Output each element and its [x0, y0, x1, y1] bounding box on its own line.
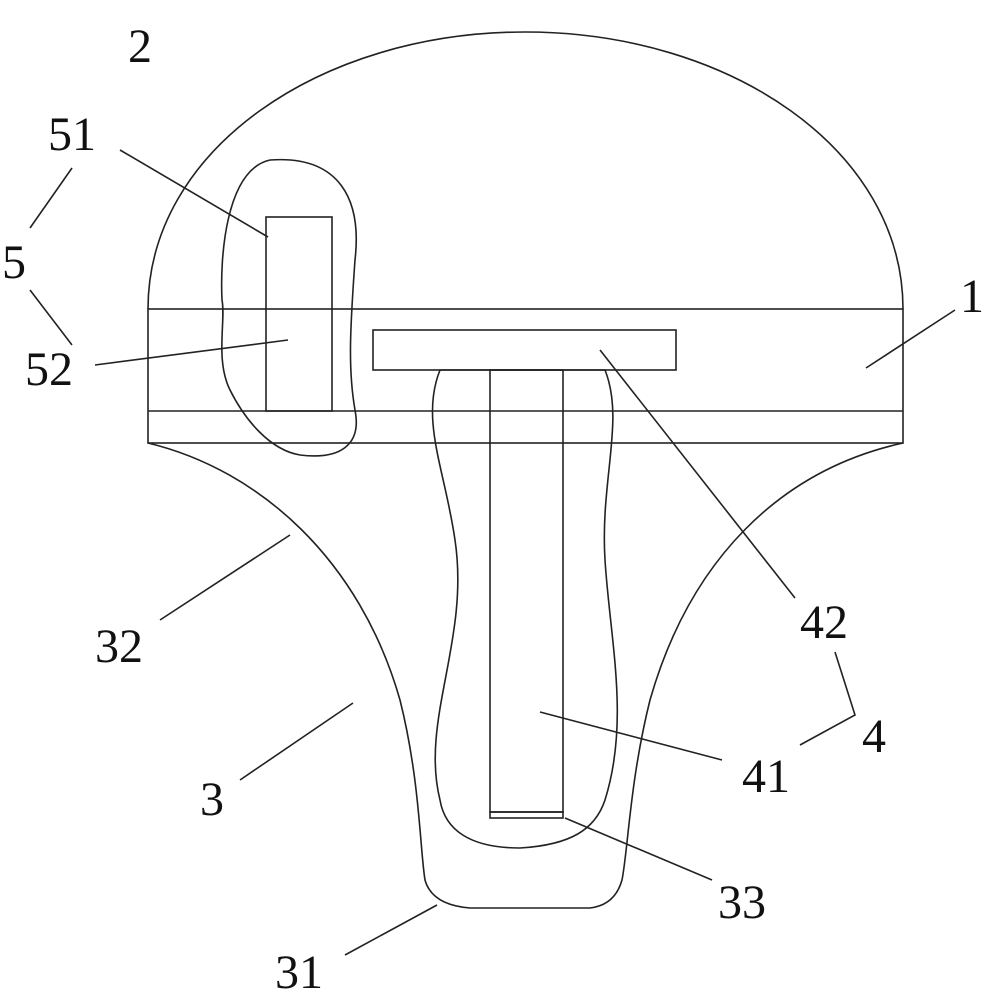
label-33: 33 — [718, 876, 766, 929]
hatched-body-5 — [220, 158, 357, 457]
label-52: 52 — [25, 343, 73, 396]
cavity-part-33 — [489, 811, 564, 819]
label-2: 2 — [128, 20, 152, 73]
dome-part-2 — [147, 31, 904, 310]
rod-part-51 — [265, 216, 333, 412]
label-3: 3 — [200, 773, 224, 826]
label-41: 41 — [742, 750, 790, 803]
label-31: 31 — [275, 946, 323, 999]
band-part-1 — [147, 308, 904, 444]
slot-part-42 — [372, 329, 677, 371]
label-32: 32 — [95, 620, 143, 673]
label-1: 1 — [960, 270, 984, 323]
label-42: 42 — [800, 596, 848, 649]
label-5: 5 — [2, 236, 26, 289]
stem-part-3 — [147, 442, 904, 909]
label-4: 4 — [862, 710, 886, 763]
leader-lines — [29, 149, 956, 956]
hatched-body-4 — [431, 369, 619, 849]
label-51: 51 — [48, 108, 96, 161]
rod-part-41 — [489, 369, 564, 813]
